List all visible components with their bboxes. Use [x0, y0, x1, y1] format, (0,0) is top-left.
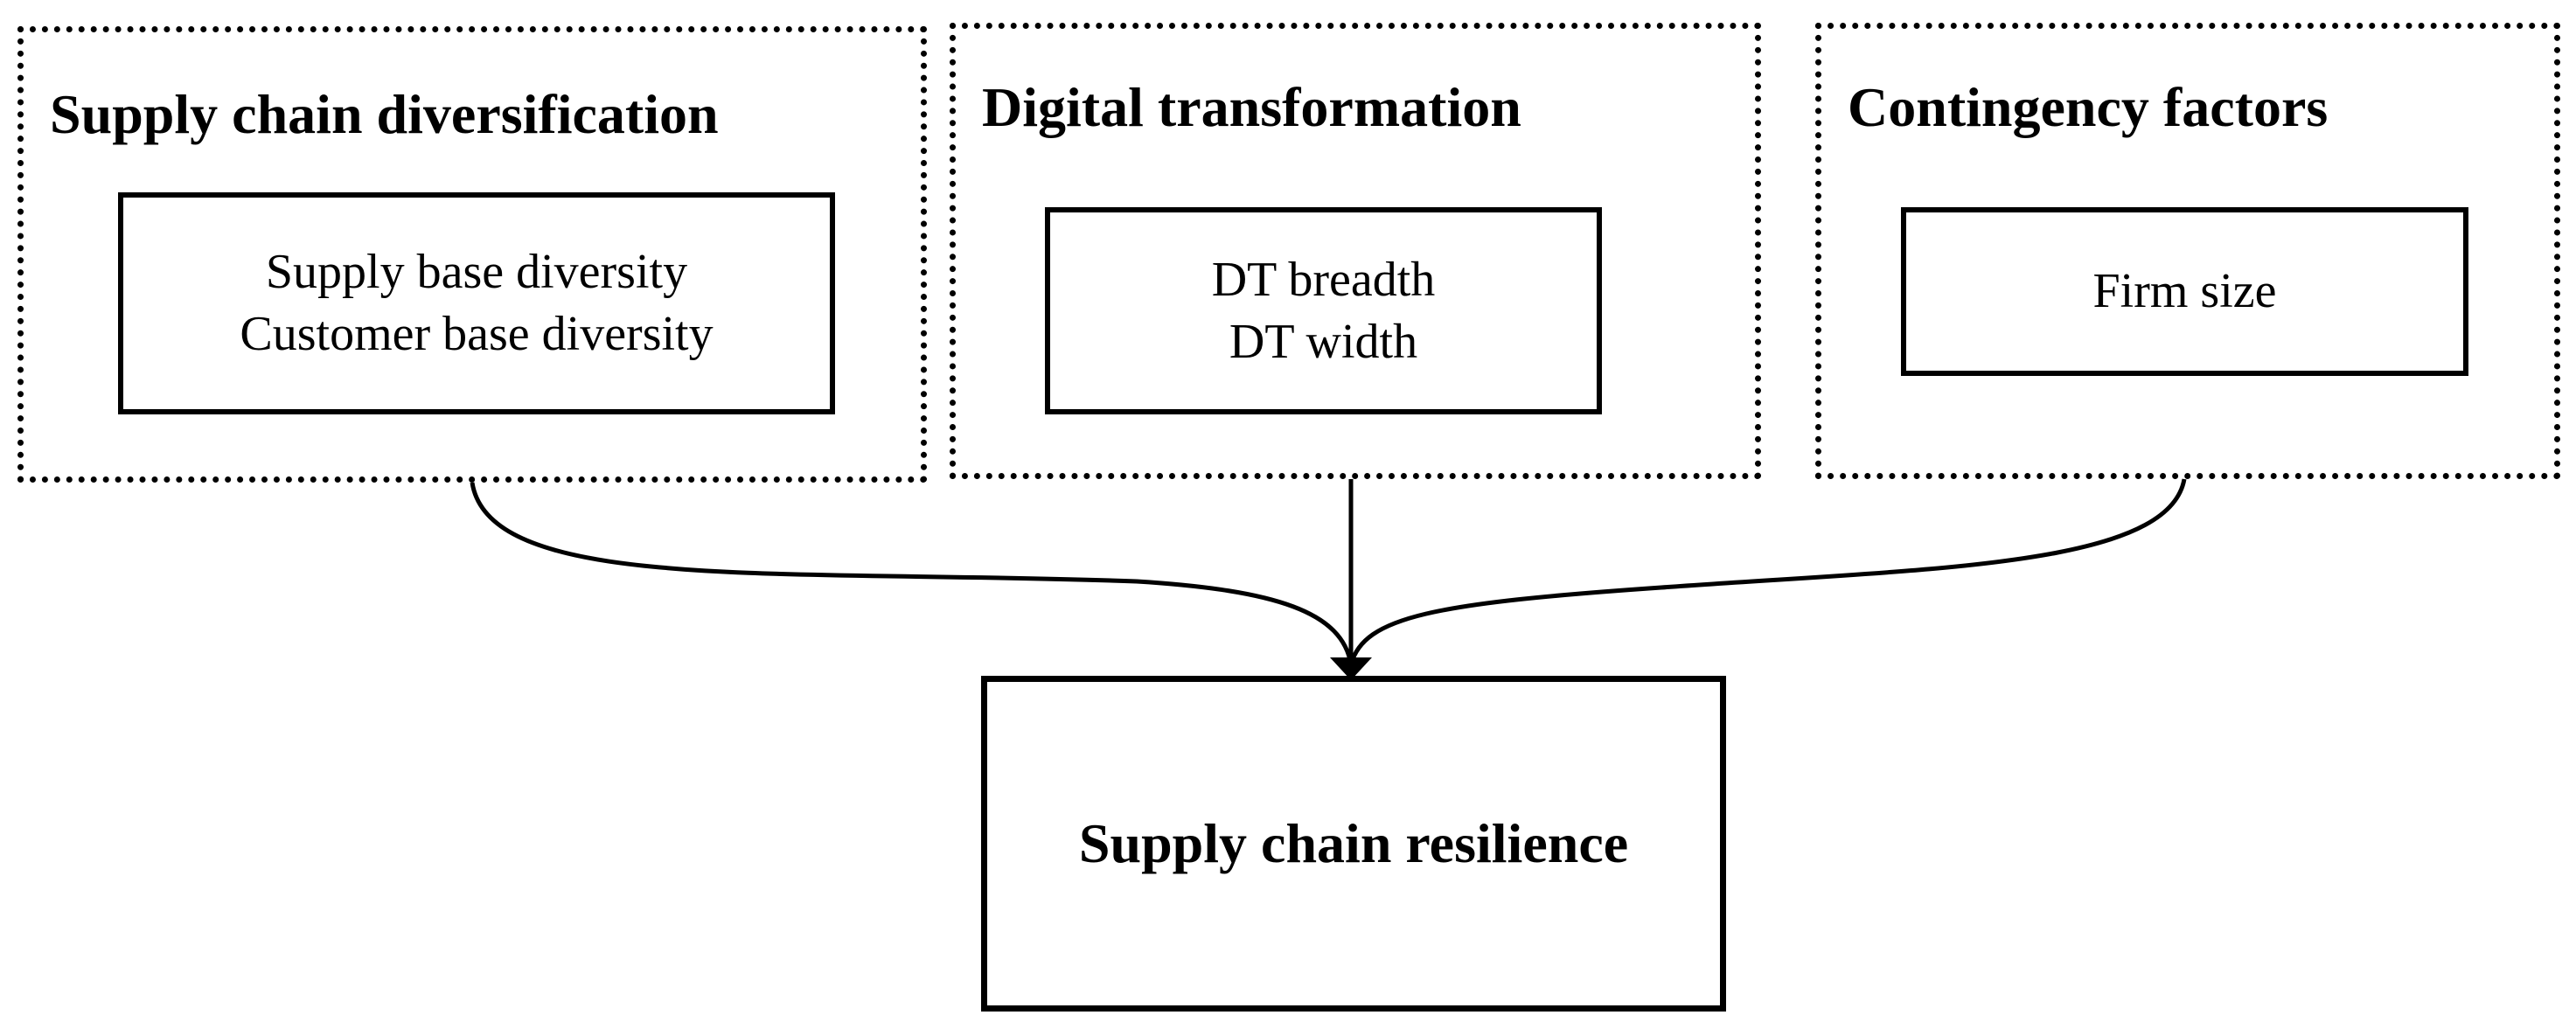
firm-size-label: Firm size — [2092, 264, 2277, 319]
contingency-factors-group: Contingency factors Firm size — [1815, 23, 2560, 479]
connector-right-curve — [1348, 478, 2187, 665]
connector-left-curve — [470, 482, 1354, 665]
supply-chain-diversification-title: Supply chain diversification — [50, 83, 719, 145]
supply-base-diversity-label: Supply base diversity — [265, 245, 688, 300]
supply-chain-diversification-group: Supply chain diversification Supply base… — [17, 26, 927, 483]
digital-transformation-title: Digital transformation — [982, 76, 1521, 138]
dt-width-label: DT width — [1229, 314, 1418, 369]
digital-transformation-box: DT breadth DT width — [1045, 207, 1602, 414]
dt-breadth-label: DT breadth — [1211, 252, 1436, 307]
arrowhead-icon — [1330, 657, 1372, 680]
contingency-factors-title: Contingency factors — [1848, 76, 2329, 138]
digital-transformation-group: Digital transformation DT breadth DT wid… — [950, 23, 1761, 479]
supply-chain-resilience-label: Supply chain resilience — [1078, 812, 1629, 874]
supply-chain-diversification-box: Supply base diversity Customer base dive… — [118, 192, 835, 414]
contingency-factors-box: Firm size — [1901, 207, 2468, 376]
supply-chain-resilience-box: Supply chain resilience — [981, 676, 1726, 1012]
customer-base-diversity-label: Customer base diversity — [240, 307, 714, 361]
